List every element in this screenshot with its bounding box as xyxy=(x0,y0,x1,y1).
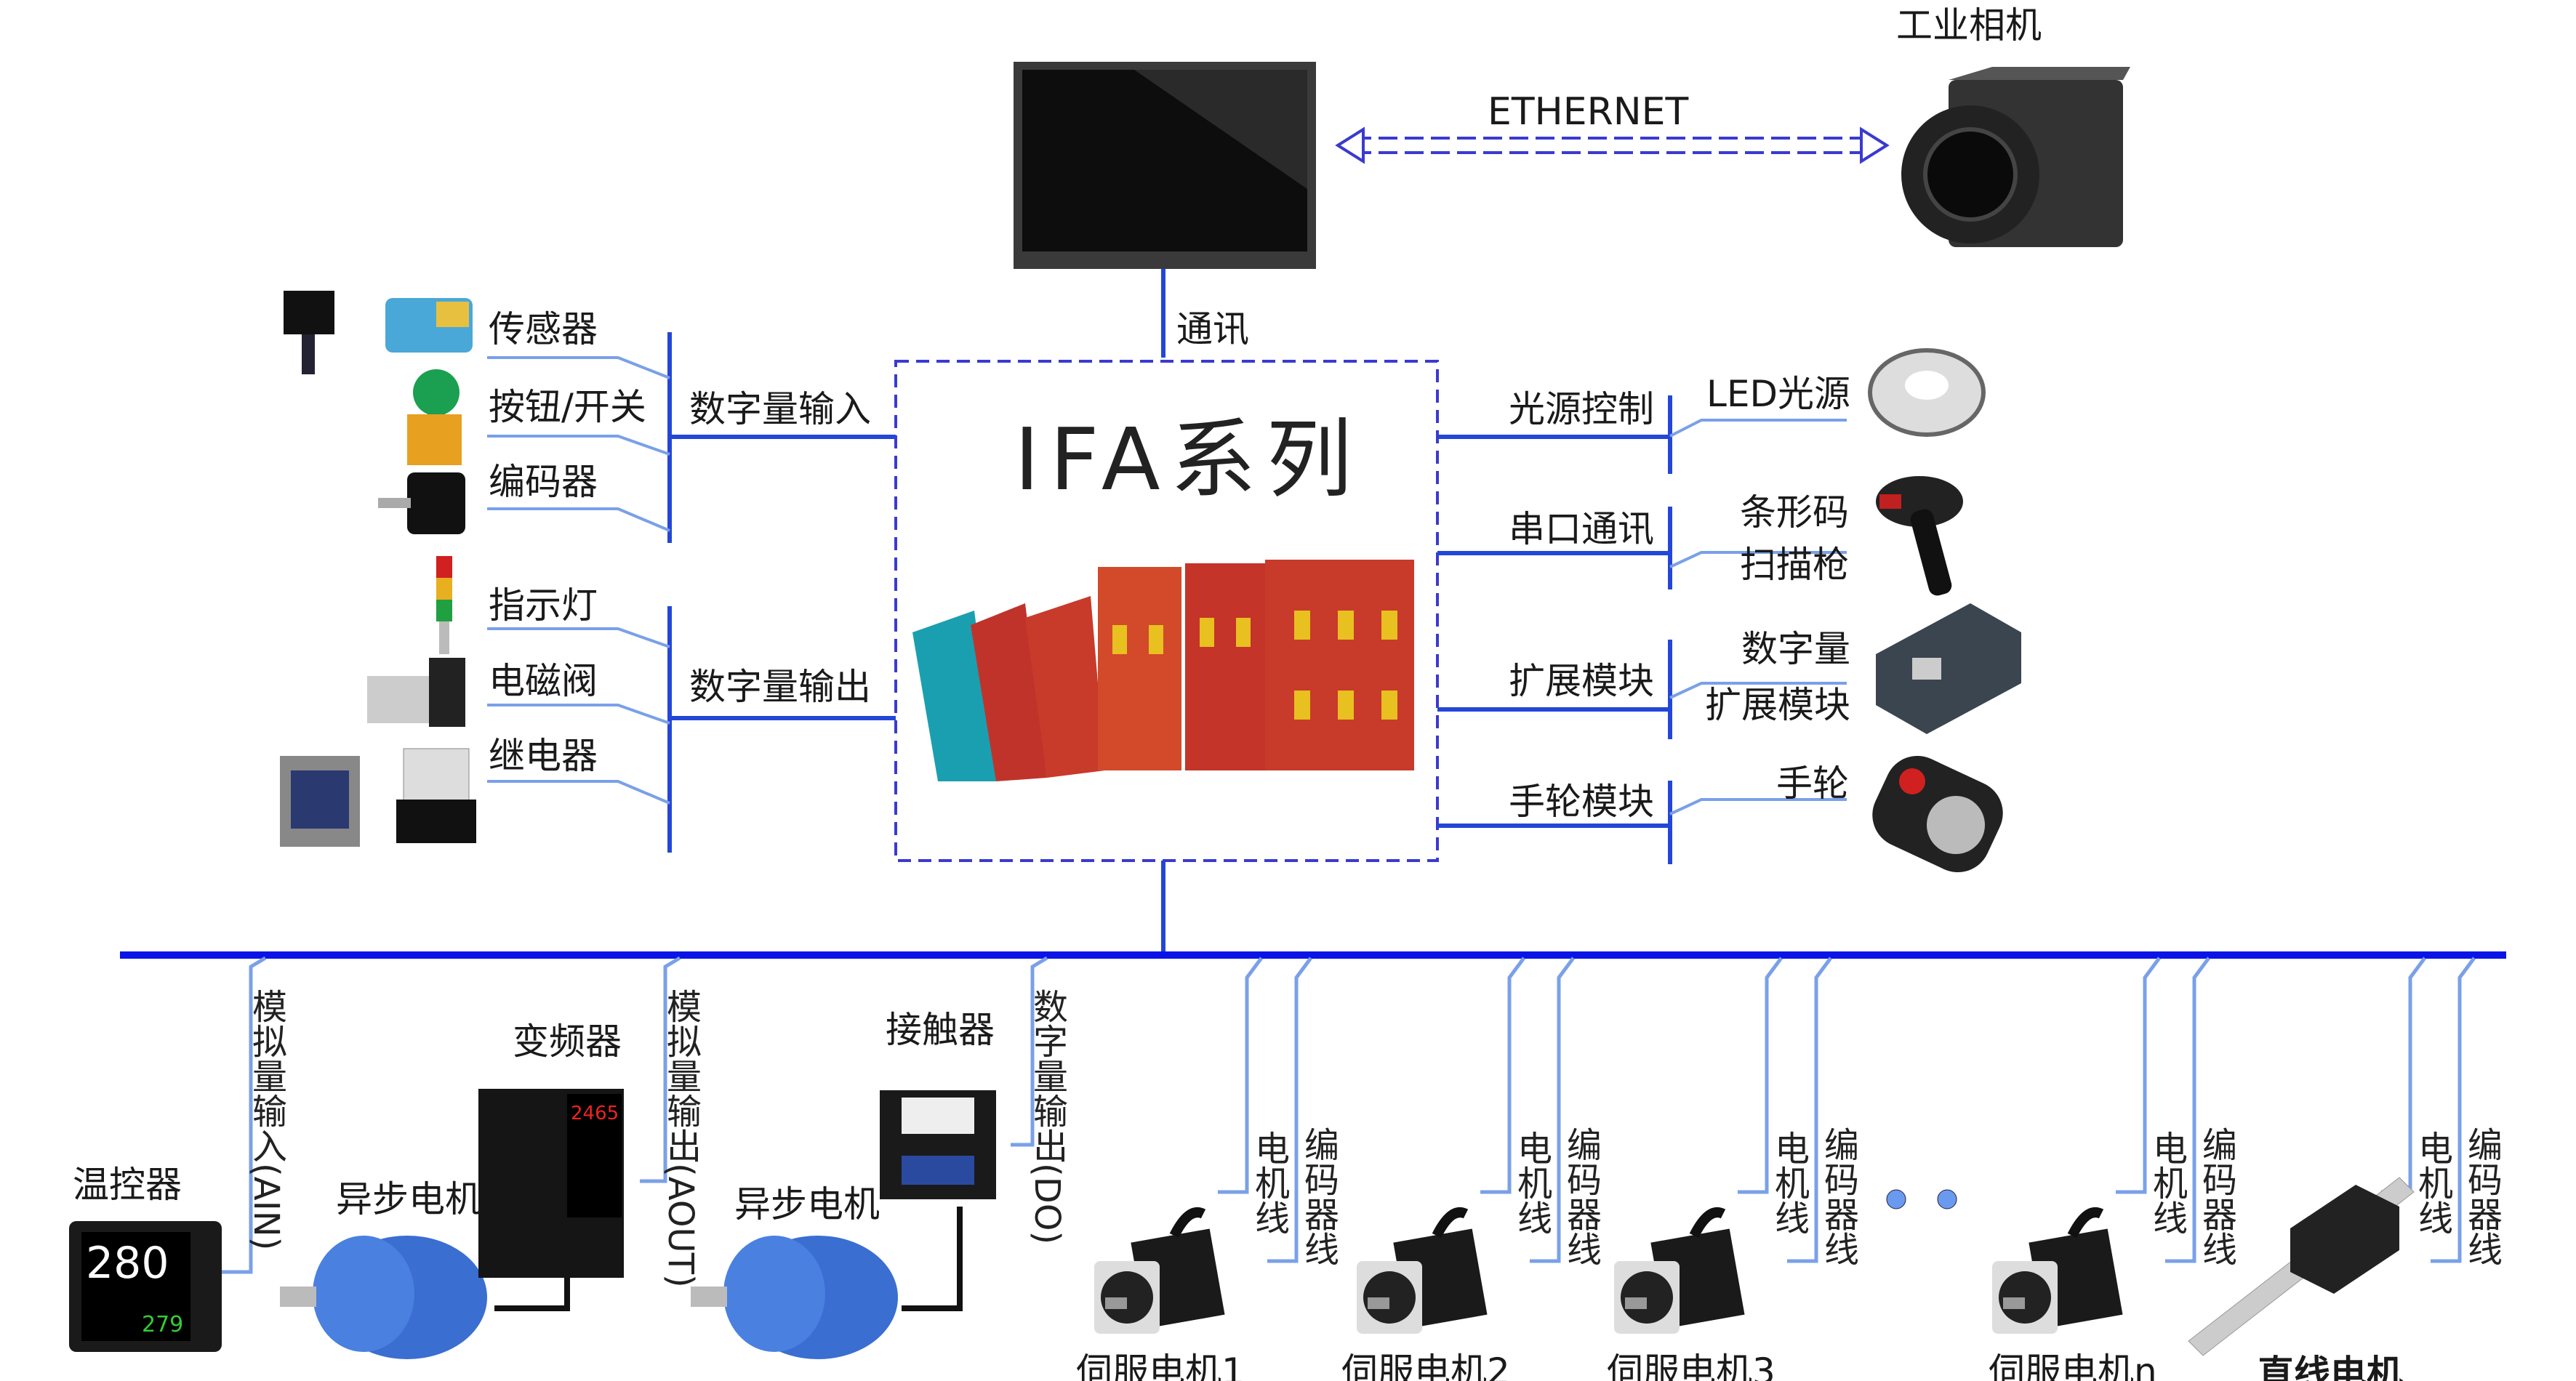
motor-cable-label: 电机线 xyxy=(1248,1130,1289,1235)
photoelectric-sensor-icon xyxy=(284,291,334,374)
servo-label-n: 伺服电机n xyxy=(1989,1350,2157,1381)
barcode-label: 条形码 xyxy=(1740,491,1849,534)
link-lines xyxy=(667,332,1672,955)
contactor-icon xyxy=(880,1090,996,1199)
servo-cable-line xyxy=(1530,957,1576,1263)
ain-label: 模拟量输入(AIN) xyxy=(246,989,286,1251)
signal-tower-icon xyxy=(436,556,452,654)
temp-pv-readout: 280 xyxy=(86,1238,169,1289)
input-encoder: 编码器 xyxy=(489,461,598,503)
digital-label: 数字量 xyxy=(1741,628,1850,670)
async-motor-label-1: 异步电机 xyxy=(336,1178,481,1220)
expansion-module-label: 扩展模块 xyxy=(1509,660,1654,702)
servo-cable-line xyxy=(2431,957,2476,1263)
encoder-cable-label: 编码器线 xyxy=(1560,1127,1601,1266)
linear-motor-label: 直线电机 xyxy=(2258,1353,2403,1381)
scanner-label: 扫描枪 xyxy=(1740,544,1849,586)
async-motor-icon xyxy=(280,1236,487,1359)
ellipsis-dots xyxy=(1886,1189,1957,1209)
solenoid-valve-icon xyxy=(367,658,465,727)
encoder-cable-label: 编码器线 xyxy=(1298,1127,1339,1266)
input-button-switch: 按钮/开关 xyxy=(489,386,646,428)
led-ring-light-icon xyxy=(1868,348,1986,437)
temp-controller-label: 温控器 xyxy=(73,1164,182,1206)
solid-state-relay-icon xyxy=(280,756,360,847)
comm-label: 通讯 xyxy=(1176,308,1249,350)
do-label: 数字量输出(DO) xyxy=(1027,989,1067,1245)
page-title: IFA系列 xyxy=(1014,409,1363,510)
inverter-readout: 2465 xyxy=(571,1103,619,1124)
digital-output-label: 数字量输出 xyxy=(689,666,871,708)
servo-cable-line xyxy=(1738,957,1783,1194)
motor-cable-label: 电机线 xyxy=(1511,1130,1552,1235)
servo-motor-icon xyxy=(1357,1207,1488,1334)
servo-motor-icon xyxy=(1094,1207,1225,1334)
ethernet-arrow xyxy=(1335,126,1890,164)
io-expansion-module-icon xyxy=(1876,603,2021,734)
servo-icons xyxy=(1094,1207,2123,1334)
motor-cable-label: 电机线 xyxy=(2146,1130,2187,1235)
servo-cable-lines xyxy=(1218,957,2476,1263)
aout-label: 模拟量输出(AOUT) xyxy=(660,989,701,1288)
contactor-label: 接触器 xyxy=(886,1009,995,1051)
device-lines xyxy=(487,356,1847,816)
servo-cable-line xyxy=(2116,957,2162,1194)
async-motor-icon-2 xyxy=(691,1236,898,1359)
handwheel-label: 手轮 xyxy=(1776,762,1849,805)
handwheel-icon xyxy=(1872,755,2003,873)
encoder-icon xyxy=(378,472,465,534)
ifa-controllers-icon xyxy=(912,560,1414,781)
servo-cable-line xyxy=(2165,957,2211,1263)
monitor-icon xyxy=(1014,62,1316,269)
expansion-device-label: 扩展模块 xyxy=(1705,684,1850,726)
servo-motor-icon xyxy=(1614,1207,1745,1334)
push-button-icon xyxy=(407,369,462,465)
ethernet-label: ETHERNET xyxy=(1488,90,1689,134)
inverter-label: 变频器 xyxy=(513,1020,622,1063)
servo-label-2: 伺服电机2 xyxy=(1341,1350,1510,1381)
servo-cable-line xyxy=(1787,957,1833,1263)
handwheel-module-label: 手轮模块 xyxy=(1509,781,1654,823)
input-sensor: 传感器 xyxy=(489,308,598,350)
output-indicator: 指示灯 xyxy=(489,584,598,627)
light-control-label: 光源控制 xyxy=(1509,388,1654,430)
servo-label-3: 伺服电机3 xyxy=(1607,1350,1775,1381)
output-relay: 继电器 xyxy=(489,735,598,777)
branch-lines xyxy=(218,956,1048,1274)
temperature-controller-icon: 280 279 xyxy=(69,1221,222,1352)
async-motor-label-2: 异步电机 xyxy=(734,1183,880,1225)
servo-cable-line xyxy=(1267,957,1313,1263)
led-light-label: LED光源 xyxy=(1706,373,1850,415)
serial-comm-label: 串口通讯 xyxy=(1509,508,1654,550)
motor-cable-label: 电机线 xyxy=(2412,1130,2452,1235)
frequency-inverter-icon: 2465 xyxy=(478,1089,624,1278)
encoder-cable-label: 编码器线 xyxy=(2196,1127,2236,1266)
linear-motor-icon xyxy=(2188,1177,2415,1356)
barcode-scanner-icon xyxy=(1876,476,1963,596)
servo-cable-line xyxy=(1218,957,1264,1194)
motor-cable-label: 电机线 xyxy=(1768,1130,1809,1235)
camera-label: 工业相机 xyxy=(1896,4,2042,47)
proximity-sensor-icon xyxy=(385,298,473,353)
servo-cable-line xyxy=(1480,957,1526,1194)
industrial-camera-icon xyxy=(1901,67,2130,247)
encoder-cable-label: 编码器线 xyxy=(2461,1127,2502,1266)
digital-input-label: 数字量输入 xyxy=(689,388,871,430)
servo-motor-icon xyxy=(1992,1207,2123,1334)
servo-label-1: 伺服电机1 xyxy=(1076,1350,1245,1381)
temp-sv-readout: 279 xyxy=(142,1312,183,1337)
output-solenoid: 电磁阀 xyxy=(489,660,598,702)
encoder-cable-label: 编码器线 xyxy=(1818,1127,1858,1266)
relay-icon xyxy=(396,748,476,843)
controller-box xyxy=(894,360,1439,862)
